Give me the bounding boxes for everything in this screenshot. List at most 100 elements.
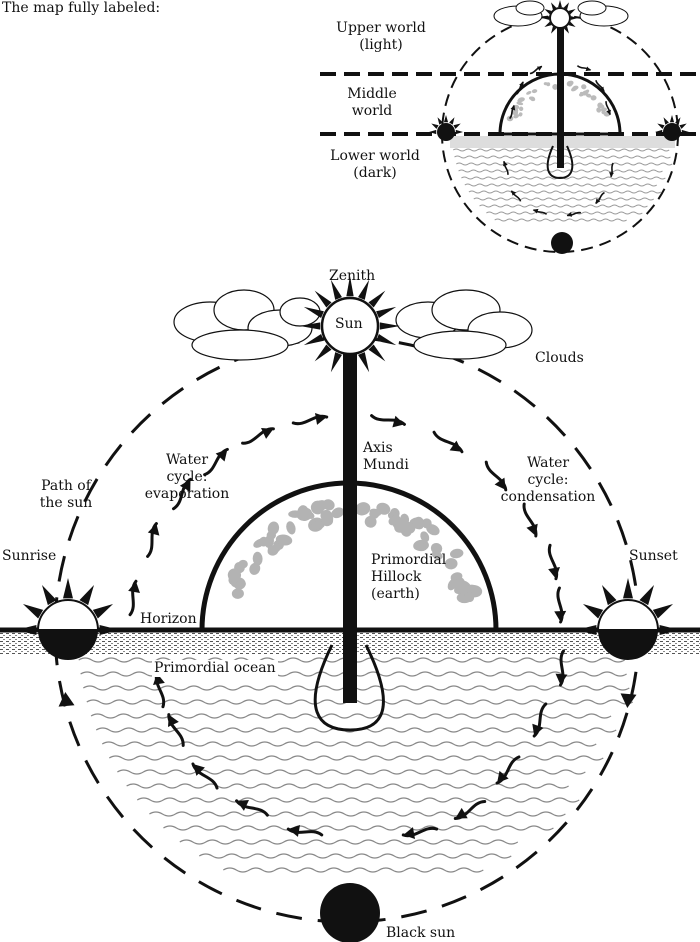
sun-ray bbox=[99, 624, 120, 636]
hillock-line1: Primordial bbox=[371, 552, 447, 568]
sun-ray bbox=[576, 624, 597, 636]
wave-line bbox=[468, 190, 662, 194]
stone bbox=[513, 114, 520, 119]
clouds-right bbox=[395, 289, 533, 360]
sun-ray bbox=[431, 123, 439, 129]
lower-world-line1: Lower world bbox=[330, 148, 420, 164]
wave-line bbox=[179, 839, 519, 845]
sun-ray bbox=[330, 352, 342, 373]
stone bbox=[364, 515, 377, 528]
black-sun-label: Black sun bbox=[386, 925, 456, 941]
stone bbox=[231, 588, 244, 599]
horizon-label: Horizon bbox=[140, 611, 197, 627]
wave-line bbox=[101, 741, 597, 747]
main-map bbox=[0, 276, 700, 942]
zenith-label: Zenith bbox=[329, 268, 376, 284]
stone bbox=[296, 507, 313, 522]
arrow-head bbox=[236, 799, 249, 811]
stone bbox=[526, 91, 532, 95]
hillock-line2: Hillock bbox=[371, 569, 422, 585]
stone bbox=[578, 92, 585, 97]
condensation-line3: condensation bbox=[500, 489, 596, 505]
sun-ray bbox=[376, 334, 397, 346]
black-sun bbox=[320, 883, 380, 942]
thumb-sun bbox=[542, 0, 578, 36]
sun-ray bbox=[314, 344, 332, 362]
sun-ray bbox=[652, 604, 674, 619]
hillock-label: Primordial Hillock (earth) bbox=[371, 552, 446, 603]
arrow-head bbox=[609, 172, 614, 177]
stone bbox=[531, 89, 538, 94]
zenith-sun bbox=[300, 276, 400, 376]
stone bbox=[369, 508, 380, 519]
wave-line bbox=[149, 811, 566, 817]
upper-world-line2: (light) bbox=[359, 37, 403, 53]
middle-world-line1: Middle bbox=[347, 86, 397, 102]
stone bbox=[426, 524, 440, 536]
path-of-sun-line2: the sun bbox=[39, 495, 93, 511]
wave-line bbox=[126, 783, 569, 789]
evaporation-line3: evaporation bbox=[144, 486, 230, 502]
stone bbox=[517, 97, 525, 102]
stone bbox=[253, 538, 265, 548]
evaporation-label: Water cycle: evaporation bbox=[132, 452, 242, 503]
sun-ray bbox=[602, 584, 617, 606]
wave-line bbox=[163, 825, 554, 831]
axis-mundi-line2: Mundi bbox=[363, 457, 409, 473]
arrow-head bbox=[502, 161, 508, 167]
stone bbox=[267, 521, 280, 535]
sun-ray bbox=[639, 584, 654, 606]
wave-line bbox=[486, 211, 643, 215]
stone bbox=[415, 542, 428, 552]
condensation-label: Water cycle: condensation bbox=[492, 455, 604, 506]
sun-ray bbox=[300, 322, 321, 330]
sun-ray bbox=[358, 352, 370, 373]
stone bbox=[267, 544, 281, 554]
wave-line bbox=[90, 713, 612, 719]
wave-line bbox=[222, 867, 484, 873]
stone bbox=[430, 542, 443, 554]
water-cycle-arrows bbox=[128, 413, 568, 839]
sun-ray bbox=[437, 117, 443, 125]
sun-ray bbox=[368, 344, 386, 362]
sun-ray bbox=[22, 604, 44, 619]
sun-ray bbox=[303, 306, 324, 318]
stone bbox=[581, 84, 587, 90]
arrow-head bbox=[167, 714, 179, 727]
sun-ray bbox=[681, 129, 689, 135]
arrow-head bbox=[179, 479, 191, 492]
sun-ray bbox=[544, 9, 552, 15]
arrow-head bbox=[585, 66, 591, 72]
sun-ray bbox=[563, 2, 569, 10]
arrow-head bbox=[519, 81, 524, 88]
thumb-water-cycle-arrows bbox=[502, 64, 614, 217]
sun-path-arrowhead bbox=[58, 692, 75, 707]
stone bbox=[585, 93, 592, 98]
arrow-head bbox=[595, 198, 601, 204]
wave-line bbox=[198, 853, 512, 859]
condensation-line1: Water bbox=[526, 455, 570, 471]
arrow-head bbox=[314, 413, 327, 425]
stone bbox=[355, 502, 371, 516]
sun-ray bbox=[453, 123, 461, 129]
arrow-head bbox=[526, 523, 538, 536]
sun-ray bbox=[16, 624, 37, 636]
sun-ray bbox=[379, 322, 400, 330]
sun-ray bbox=[62, 578, 74, 599]
sun-ray bbox=[659, 624, 680, 636]
stone bbox=[227, 568, 242, 582]
arrow-head bbox=[511, 190, 517, 196]
stone bbox=[420, 531, 430, 543]
arrow-head bbox=[494, 477, 506, 490]
wave-line bbox=[455, 162, 673, 166]
stone bbox=[511, 108, 519, 114]
sun-path-arrowhead bbox=[620, 693, 637, 708]
arrow-head bbox=[192, 763, 205, 776]
sun-ray bbox=[570, 16, 578, 20]
sun-ray bbox=[558, 0, 562, 8]
lower-world-line2: (dark) bbox=[353, 165, 397, 181]
arrow-head bbox=[403, 827, 416, 839]
arrow-head bbox=[288, 825, 301, 837]
stone bbox=[567, 80, 574, 86]
path-of-sun-label: Path of the sun bbox=[30, 478, 102, 512]
